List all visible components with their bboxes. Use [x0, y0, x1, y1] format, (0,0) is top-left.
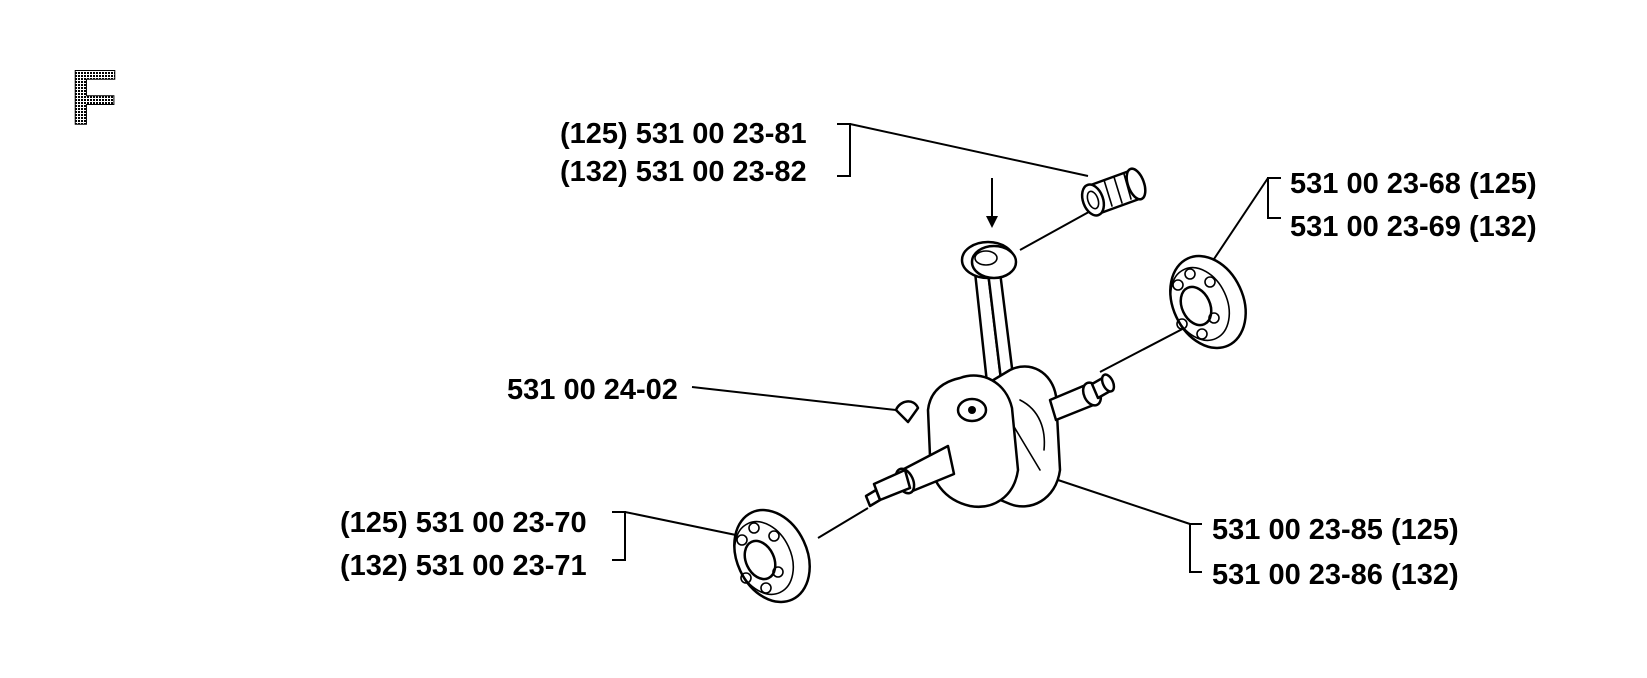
label-key-line1: 531 00 24-02 — [507, 374, 678, 406]
leader-crankshaft — [1057, 479, 1191, 525]
label-left-bearing: (125) 531 00 23-70 (132) 531 00 23-71 — [340, 507, 587, 582]
needle-bearing-icon — [1080, 167, 1147, 217]
ball-bearing-icon-left — [733, 508, 811, 604]
crankshaft-icon — [864, 365, 1116, 508]
leader-lines — [612, 123, 1281, 573]
label-crankshaft-line1: 531 00 23-85 (125) — [1212, 514, 1459, 546]
right-shaft-axis — [1099, 323, 1193, 373]
label-piston-bearing-line2: (132) 531 00 23-82 — [560, 156, 807, 188]
label-crankshaft: 531 00 23-85 (125) 531 00 23-86 (132) — [1212, 514, 1459, 591]
label-right-bearing-line1: 531 00 23-68 (125) — [1290, 168, 1537, 200]
bracket-piston-bearing — [837, 123, 851, 177]
leader-piston-bearing — [849, 123, 1089, 177]
leader-right-bearing — [1211, 177, 1269, 263]
bracket-left-bearing — [612, 511, 626, 561]
label-crankshaft-line2: 531 00 23-86 (132) — [1212, 559, 1459, 591]
small-end-axis — [1019, 207, 1097, 251]
label-key: 531 00 24-02 — [507, 374, 678, 406]
label-piston-bearing: (125) 531 00 23-81 (132) 531 00 23-82 — [560, 118, 807, 188]
bracket-right-bearing — [1267, 177, 1281, 219]
bracket-crankshaft — [1189, 523, 1202, 573]
leader-key — [691, 386, 897, 411]
label-right-bearing: 531 00 23-68 (125) 531 00 23-69 (132) — [1290, 168, 1537, 243]
label-left-bearing-line2: (132) 531 00 23-71 — [340, 550, 587, 582]
ball-bearing-icon — [1169, 254, 1247, 350]
left-shaft-axis — [817, 507, 869, 539]
piston-pin-arrow — [986, 216, 998, 228]
connecting-rod-icon — [960, 240, 1018, 394]
label-right-bearing-line2: 531 00 23-69 (132) — [1290, 211, 1537, 243]
woodruff-key-icon — [894, 400, 920, 424]
label-left-bearing-line1: (125) 531 00 23-70 — [340, 507, 587, 539]
label-piston-bearing-line1: (125) 531 00 23-81 — [560, 118, 807, 150]
section-letter: F — [70, 53, 118, 141]
